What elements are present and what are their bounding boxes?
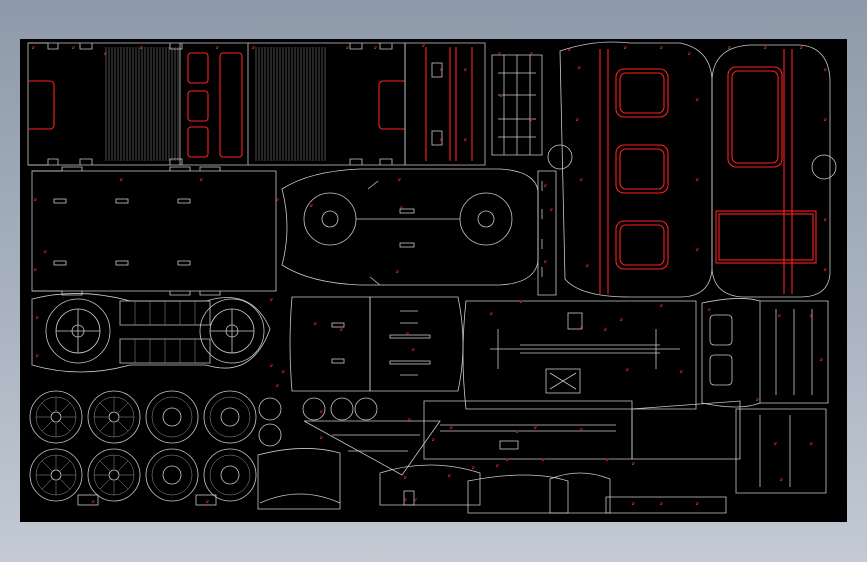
engrave-marks bbox=[32, 44, 827, 505]
vent-grill-left bbox=[105, 47, 179, 161]
cab-panel bbox=[701, 298, 829, 408]
roof-panels bbox=[289, 296, 464, 392]
hull-panel-right-2 bbox=[711, 44, 837, 298]
center-hull bbox=[281, 168, 539, 286]
side-panel-middle bbox=[404, 42, 486, 166]
floor-panel bbox=[31, 166, 277, 296]
hull-panel-right-1 bbox=[547, 41, 713, 298]
chassis-frame bbox=[462, 300, 697, 410]
side-strip bbox=[537, 170, 557, 296]
bottom-parts bbox=[77, 397, 827, 514]
laser-cut-sheet bbox=[27, 41, 837, 514]
bracket-cluster bbox=[491, 54, 543, 156]
gear-disc-set bbox=[29, 390, 257, 502]
wheel-housing-assembly bbox=[31, 293, 271, 373]
vent-grill-right bbox=[255, 47, 326, 161]
cad-viewport[interactable] bbox=[20, 39, 847, 522]
side-panel-left bbox=[27, 42, 406, 166]
